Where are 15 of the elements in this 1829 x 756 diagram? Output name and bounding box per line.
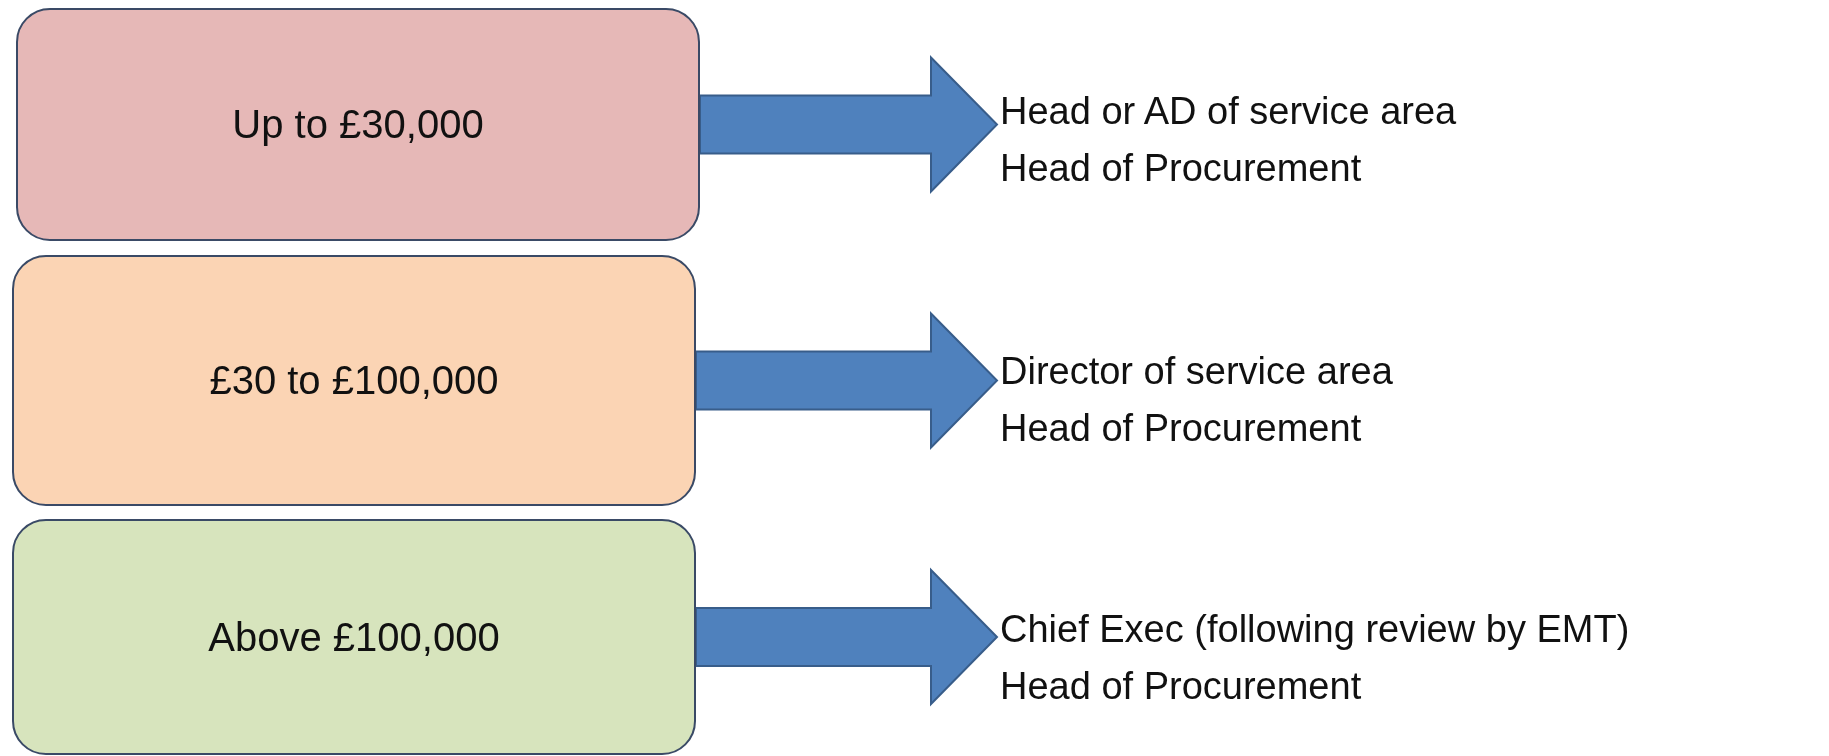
range-box bbox=[16, 8, 700, 241]
range-label: £30 to £100,000 bbox=[209, 358, 499, 403]
block-arrow bbox=[695, 567, 999, 707]
block-arrow bbox=[699, 55, 999, 194]
range-label: Above £100,000 bbox=[208, 614, 500, 660]
block-arrow bbox=[695, 311, 999, 450]
range-box bbox=[12, 519, 696, 755]
approver-text: Head of Procurement bbox=[1000, 147, 1363, 190]
approver-text: Chief Exec (following review by EMT) bbox=[1000, 608, 1631, 651]
approver-text: Head of Procurement bbox=[1000, 407, 1363, 450]
range-label: Up to £30,000 bbox=[232, 102, 484, 147]
range-box bbox=[12, 255, 696, 506]
approver-text: Head or AD of service area bbox=[1000, 90, 1458, 133]
approver-text: Head of Procurement bbox=[1000, 665, 1363, 708]
approver-text: Director of service area bbox=[1000, 350, 1394, 393]
